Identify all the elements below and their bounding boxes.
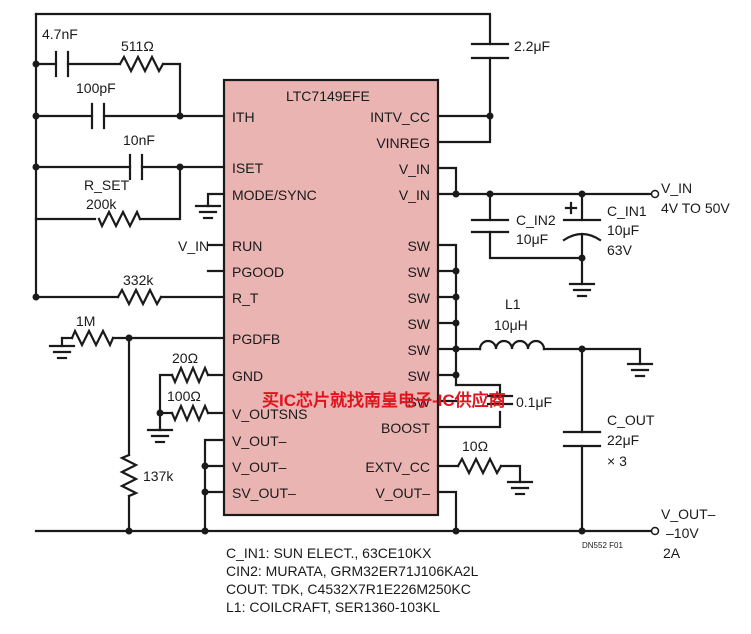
label-cin1-value: 10μF bbox=[607, 222, 640, 238]
bom-notes: C_IN1: SUN ELECT., 63CE10KX CIN2: MURATA… bbox=[226, 544, 478, 616]
label-l1-name: L1 bbox=[505, 296, 521, 312]
label-r-div: 137k bbox=[143, 468, 174, 484]
label-vout-value: –10V bbox=[666, 525, 699, 541]
label-rset-value: 200k bbox=[86, 196, 117, 212]
label-c-iset: 10nF bbox=[123, 132, 155, 148]
pin-pgood: PGOOD bbox=[232, 264, 285, 280]
pin-svout: SV_OUT– bbox=[232, 485, 296, 501]
label-vin-name: V_IN bbox=[661, 180, 693, 196]
pin-sw-4: SW bbox=[407, 316, 430, 332]
pin-ith: ITH bbox=[232, 109, 255, 125]
pin-vout-2: V_OUT– bbox=[232, 459, 287, 475]
pin-vin-1: V_IN bbox=[398, 161, 430, 177]
label-cout-count: × 3 bbox=[607, 453, 627, 469]
pin-mode-sync: MODE/SYNC bbox=[232, 187, 317, 203]
pin-sw-6: SW bbox=[407, 368, 430, 384]
pin-pgdfb: PGDFB bbox=[232, 331, 281, 347]
label-r-outsns: 100Ω bbox=[167, 388, 201, 404]
label-cin1-name: C_IN1 bbox=[607, 203, 647, 219]
pin-sw-7: SW bbox=[407, 394, 430, 410]
pin-sw-2: SW bbox=[407, 264, 430, 280]
pin-sw-1: SW bbox=[407, 238, 430, 254]
label-cout-name: C_OUT bbox=[607, 412, 655, 428]
note-l1: L1: COILCRAFT, SER1360-103KL bbox=[226, 599, 440, 615]
label-l1-value: 10μH bbox=[494, 317, 528, 333]
label-c-ith2: 100pF bbox=[76, 80, 116, 96]
pin-vout-right: V_OUT– bbox=[375, 485, 430, 501]
note-cout: COUT: TDK, C4532X7R1E226M250KC bbox=[226, 581, 471, 597]
figure-id: DN552 F01 bbox=[582, 541, 623, 550]
label-cin2-value: 10μF bbox=[516, 231, 549, 247]
pin-vinreg: VINREG bbox=[376, 135, 430, 151]
pin-run: RUN bbox=[232, 238, 263, 254]
chip-body bbox=[222, 78, 440, 517]
label-r-ith: 511Ω bbox=[121, 38, 154, 54]
watermark-text: 买IC芯片就找南皇电子-IC供应商 bbox=[262, 391, 506, 410]
pin-sw-3: SW bbox=[407, 290, 430, 306]
label-c-intvcc: 2.2μF bbox=[514, 38, 551, 54]
label-r-pgdfb: 1M bbox=[76, 313, 96, 329]
label-rset-name: R_SET bbox=[84, 177, 130, 193]
pin-rt: R_T bbox=[232, 290, 259, 306]
pin-sw-5: SW bbox=[407, 342, 430, 358]
pin-gnd: GND bbox=[232, 368, 264, 384]
label-run-vin: V_IN bbox=[178, 238, 210, 254]
pin-iset: ISET bbox=[232, 160, 264, 176]
pin-intvcc: INTV_CC bbox=[370, 109, 430, 125]
pin-boost: BOOST bbox=[380, 420, 430, 436]
pin-vout-1: V_OUT– bbox=[232, 433, 287, 449]
label-cin2-name: C_IN2 bbox=[516, 212, 556, 228]
pin-vin-2: V_IN bbox=[398, 187, 430, 203]
label-rt: 332k bbox=[123, 272, 154, 288]
label-vout-current: 2A bbox=[663, 545, 681, 561]
label-cin1-voltage: 63V bbox=[607, 242, 632, 258]
pin-extvcc: EXTV_CC bbox=[365, 459, 430, 475]
label-vout-name: V_OUT– bbox=[661, 506, 716, 522]
note-cin2: CIN2: MURATA, GRM32ER71J106KA2L bbox=[226, 563, 479, 579]
label-vin-range: 4V TO 50V bbox=[661, 200, 730, 216]
pin-voutsns: V_OUTSNS bbox=[232, 406, 308, 422]
label-c-ith: 4.7nF bbox=[42, 26, 78, 42]
chip-name: LTC7149EFE bbox=[286, 88, 370, 104]
note-cin1: C_IN1: SUN ELECT., 63CE10KX bbox=[226, 545, 432, 561]
label-r-extvcc: 10Ω bbox=[462, 438, 489, 454]
label-c-boost: 0.1μF bbox=[516, 394, 553, 410]
label-cout-value: 22μF bbox=[607, 432, 640, 448]
label-r-gnd: 20Ω bbox=[172, 350, 199, 366]
